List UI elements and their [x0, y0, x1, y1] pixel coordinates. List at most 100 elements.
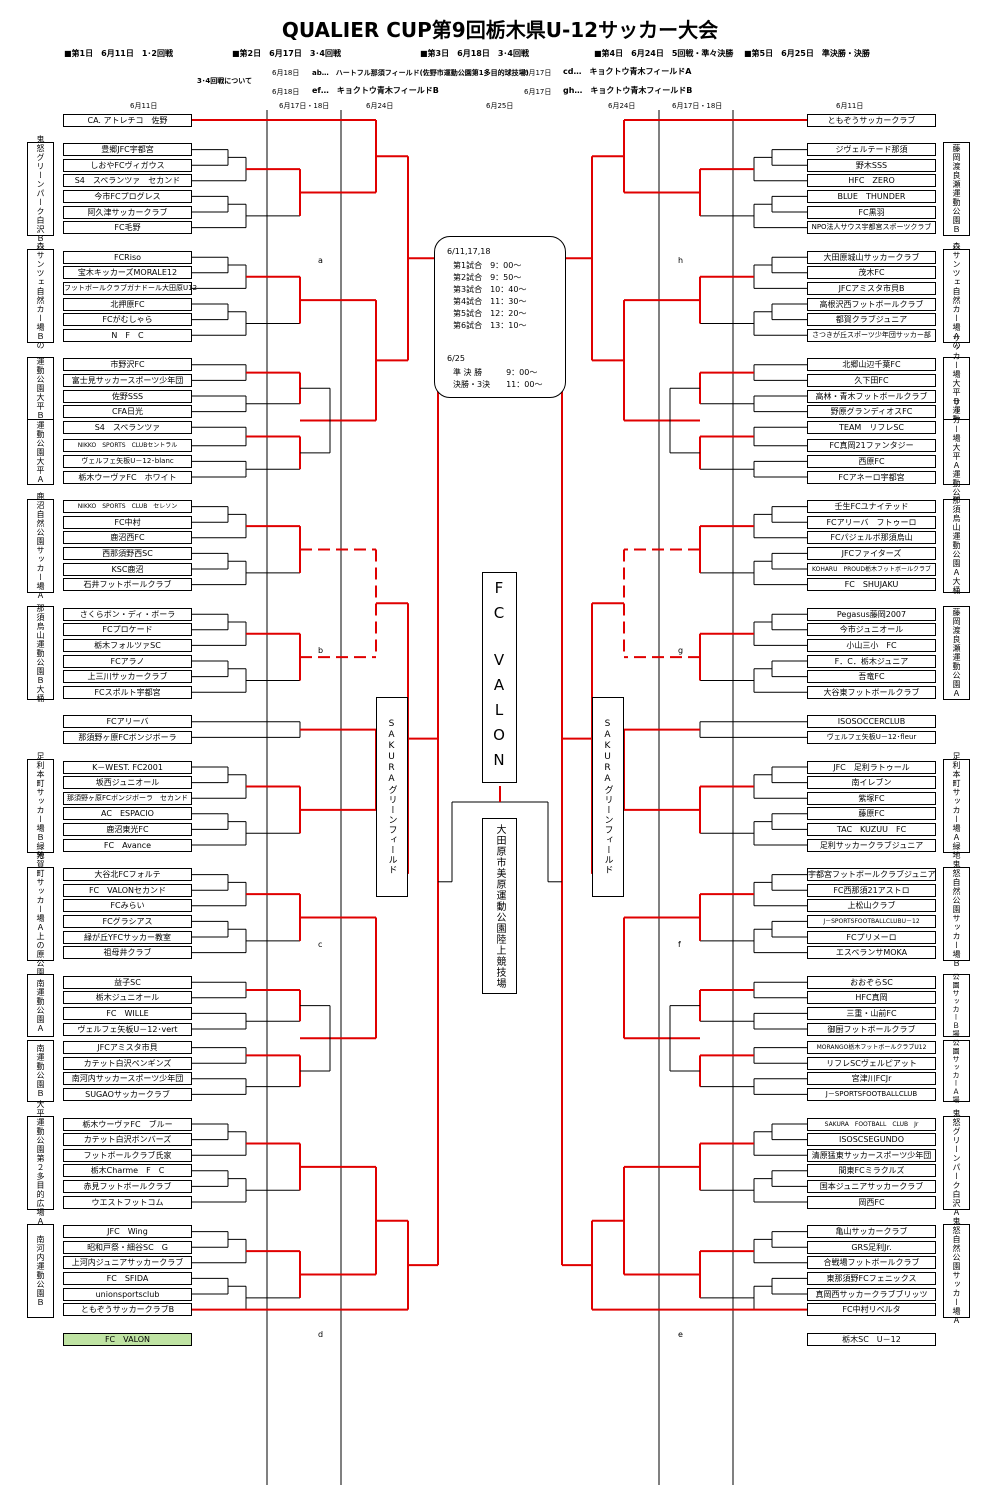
- left-team-53: カテット白沢ペンギンズ: [63, 1056, 192, 1070]
- right-venue-8: 鬼怒自然公園サッカー場Ｂ: [943, 860, 970, 968]
- left-team-54: 南河内サッカースポーツ少年団: [63, 1072, 192, 1086]
- schedule-day3: ■第3日 6月18日 3･4回戦: [420, 49, 529, 58]
- venue-assign-ab: ab… ハートフル那須フィールド(佐野市運動公園第1多目的球技場): [312, 69, 529, 77]
- right-venue-4: サッカー場大平Ａ運動公園: [943, 398, 970, 506]
- left-venue-label-8: 芳賀町サッカー場Ａ上の原公園: [36, 850, 45, 977]
- right-team-28: Pegasus藤岡2007: [807, 607, 936, 621]
- left-team-31: FCアラノ: [63, 654, 192, 668]
- right-team-59: 間東FCミラクルズ: [807, 1164, 936, 1178]
- left-team-45: FCグラシアス: [63, 914, 192, 928]
- right-team-6: FC黒羽: [807, 205, 936, 219]
- right-venue-label-2: 森サンツェ自然カー場Ａの: [952, 242, 961, 351]
- right-venue-label-3: サッカー場大平Ｂ運動公園: [952, 334, 961, 443]
- right-team-8: 大田原城山サッカークラブ: [807, 250, 936, 264]
- match-times-box: 6/11,17,18 第1試合 9：00～ 第2試合 9：50～ 第3試合 10…: [434, 236, 566, 398]
- left-team-34: FCアリーバ: [63, 715, 192, 729]
- left-team-2: 豊郷JFC宇都宮: [63, 143, 192, 157]
- left-team-60: 赤見フットボールクラブ: [63, 1179, 192, 1193]
- left-team-11: 北押原FC: [63, 297, 192, 311]
- right-team-35: ヴェルフェ矢板U－12･fleur: [807, 730, 936, 744]
- venue-assign-cd: cd… キョクトウ青木フィールドA: [563, 67, 692, 76]
- left-team-55: SUGAOサッカークラブ: [63, 1087, 192, 1101]
- right-team-29: 今市ジュニオール: [807, 623, 936, 637]
- right-team-68: 栃木SC U－12: [807, 1332, 936, 1346]
- header-right-r3: 6月17日・18日: [672, 102, 723, 110]
- left-venue-label-9: 南運動公園Ａ: [36, 978, 45, 1033]
- left-team-28: さくらボン・ディ・ボーラ: [63, 607, 192, 621]
- left-team-9: 宝木キッカーズMORALE12: [63, 266, 192, 280]
- venue-assign-ab-date: 6月18日: [272, 69, 300, 77]
- schedule-day2: ■第2日 6月17日 3･4回戦: [232, 49, 341, 58]
- left-venue-6: 那須烏山運動公園Ｂ大桶: [27, 604, 54, 703]
- left-venue-1: 鬼怒グリーンパーク白沢Ｂ: [27, 135, 54, 243]
- header-left-r3: 6月17日・18日: [279, 102, 330, 110]
- right-team-21: FCアネーロ宇都宮: [807, 470, 936, 484]
- right-team-40: TAC KUZUU FC: [807, 822, 936, 836]
- times-game-6: 第6試合 13：10～: [453, 321, 527, 330]
- left-team-50: FC WILLE: [63, 1006, 192, 1020]
- left-venue-8: 芳賀町サッカー場Ａ上の原公園: [27, 851, 54, 977]
- left-team-3: しおやFCヴィガウス: [63, 158, 192, 172]
- right-team-20: 西原FC: [807, 454, 936, 468]
- left-team-8: FCRiso: [63, 250, 192, 264]
- right-team-9: 茂木FC: [807, 266, 936, 280]
- right-team-11: 高根沢西フットボールクラブ: [807, 297, 936, 311]
- right-team-18: TEAM リフレSC: [807, 420, 936, 434]
- left-team-17: CFA日光: [63, 405, 192, 419]
- final-venue-box: 大田原市美原運動公園陸上競技場: [482, 818, 517, 994]
- right-team-12: 都賀クラブジュニア: [807, 313, 936, 327]
- left-team-24: 鹿沼西FC: [63, 531, 192, 545]
- left-team-5: 今市FCプログレス: [63, 189, 192, 203]
- left-team-1: CA. アトレチコ 佐野: [63, 113, 192, 127]
- left-venue-label-4: 運動公園大平Ａ: [36, 420, 45, 484]
- schedule-day4: ■第4日 6月24日 5回戦・準々決勝: [594, 49, 734, 58]
- left-team-22: NIKKO SPORTS CLUB セレソン: [63, 500, 192, 514]
- left-team-10: フットボールクラブガナドール大田原U12: [63, 281, 197, 295]
- times-date2: 6/25: [447, 354, 465, 363]
- left-team-4: S4 スペランツァ セカンド: [63, 174, 192, 188]
- right-semifinal-venue-box: SAKURAグリーンフィールド: [592, 697, 624, 897]
- right-venue-label-5: 那須烏山運動公園Ａ大桶: [952, 496, 961, 596]
- right-team-41: 足利サッカークラブジュニア: [807, 838, 936, 852]
- left-team-58: フットボールクラブ氏家: [63, 1148, 192, 1162]
- left-team-56: 栃木ウーヴァFC ブルー: [63, 1117, 192, 1131]
- left-team-47: 祖母井クラブ: [63, 946, 192, 960]
- left-team-68: FC VALON: [63, 1332, 192, 1346]
- times-game-5: 第5試合 12：20～: [453, 309, 527, 318]
- left-team-30: 栃木フォルツァSC: [63, 638, 192, 652]
- right-team-19: FC真岡21ファンタジー: [807, 439, 936, 453]
- right-team-66: 真岡西サッカークラブブリッツ: [807, 1287, 936, 1301]
- left-team-65: FC SFIDA: [63, 1271, 192, 1285]
- left-team-18: S4 スペランツァ: [63, 420, 192, 434]
- right-team-25: JFCファイターズ: [807, 546, 936, 560]
- left-team-51: ヴェルフェ矢板U－12･vert: [63, 1022, 192, 1036]
- right-team-46: FCプリメーロ: [807, 930, 936, 944]
- right-team-58: 清原猛東サッカースポーツ少年団: [807, 1148, 936, 1162]
- block-label-h: h: [678, 256, 684, 265]
- venue-assign-gh: gh… キョクトウ青木フィールドB: [563, 86, 693, 95]
- left-team-32: 上三川サッカークラブ: [63, 670, 192, 684]
- left-venue-label-2: 森サンツェ自然カー場Ｂの: [36, 242, 45, 351]
- right-venue-label-10: 公園サッカーＡ場: [952, 1038, 961, 1104]
- right-team-4: HFC ZERO: [807, 174, 936, 188]
- right-team-5: BLUE THUNDER: [807, 189, 936, 203]
- left-team-27: 石井フットボールクラブ: [63, 578, 192, 592]
- venue-assign-cd-date: 6月17日: [524, 69, 552, 77]
- right-team-42: 宇都宮フットボールクラブジュニア: [807, 868, 936, 882]
- left-team-59: 栃木Charme F C: [63, 1164, 192, 1178]
- left-team-21: 栃木ウーヴァFC ホワイト: [63, 470, 192, 484]
- right-team-67: FC中村リベルタ: [807, 1303, 936, 1317]
- left-team-23: FC中村: [63, 515, 192, 529]
- right-team-32: 吾竜FC: [807, 670, 936, 684]
- right-team-65: 東那須野FCフェニックス: [807, 1271, 936, 1285]
- right-team-38: 紫塚FC: [807, 791, 936, 805]
- left-team-19: NIKKO SPORTS CLUBセントラル: [63, 439, 192, 453]
- right-team-43: FC西那須21アストロ: [807, 883, 936, 897]
- left-team-38: 那須野ヶ原FCボンジボーラ セカンド: [63, 791, 192, 805]
- left-team-33: FCスポルト宇都宮: [63, 685, 192, 699]
- round34-note: 3･4回戦について: [197, 77, 253, 85]
- left-team-25: 西那須野西SC: [63, 546, 192, 560]
- times-game-2: 第2試合 9：50～: [453, 273, 522, 282]
- left-team-46: 緑が丘YFCサッカー教室: [63, 930, 192, 944]
- left-venue-label-7: 足利本町サッカー場Ｂ緑地: [36, 752, 45, 860]
